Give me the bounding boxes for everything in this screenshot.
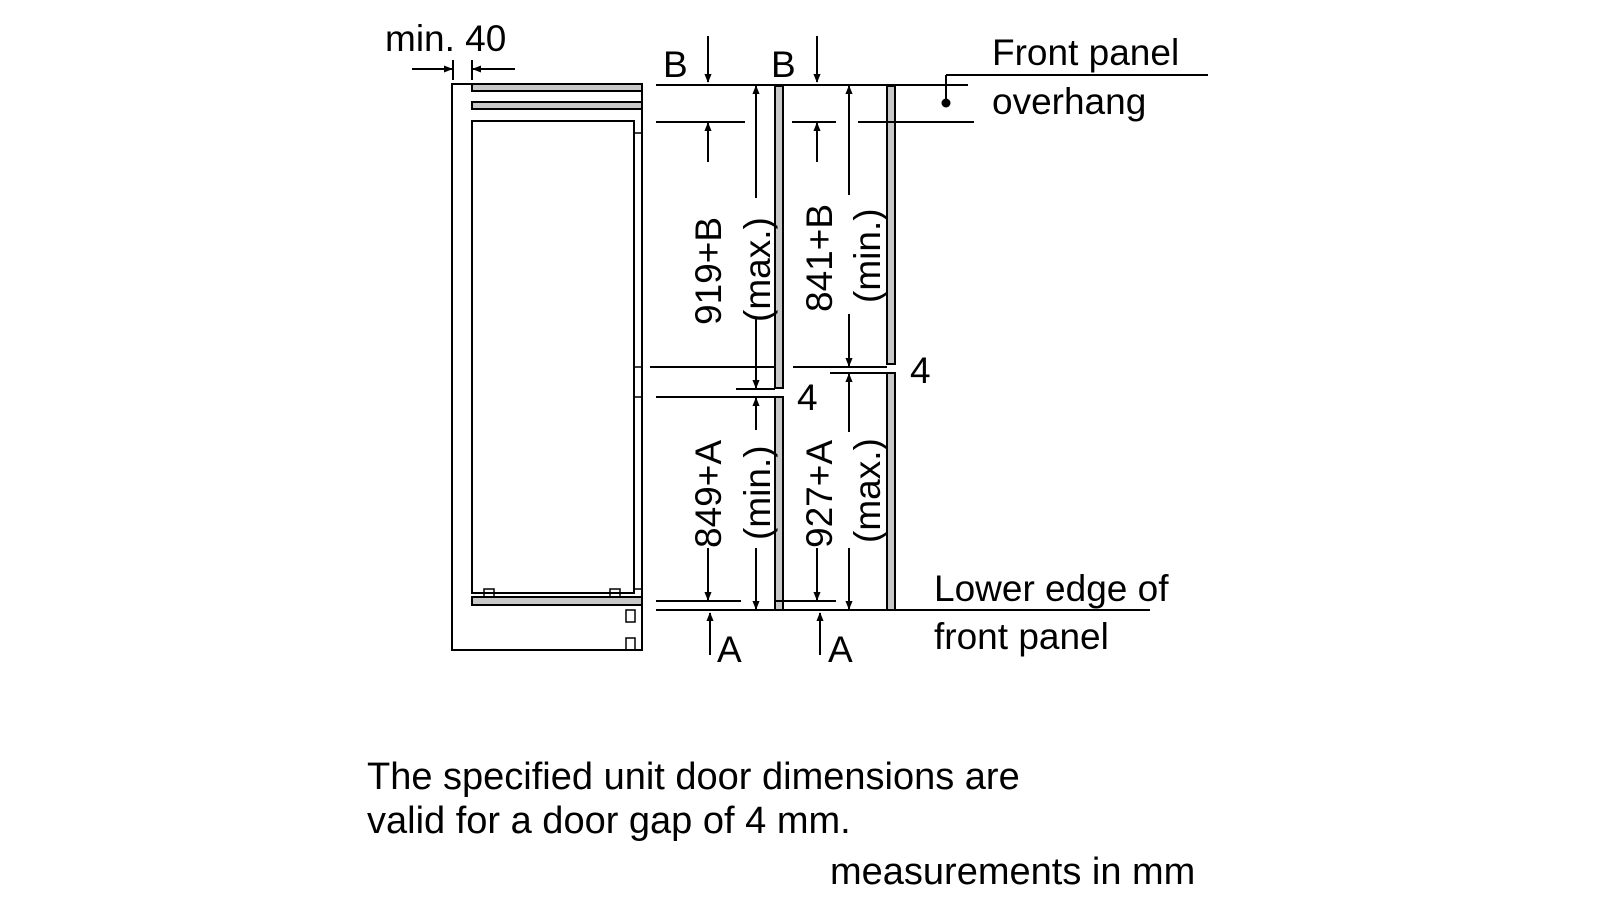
right-upper-panel (886, 85, 896, 365)
front-panel-overhang-callout: Front panel overhang (941, 32, 1208, 122)
overhang-label: overhang (992, 81, 1146, 122)
reference-lines (650, 84, 1150, 611)
lower-edge-label: Lower edge of (934, 568, 1169, 609)
cabinet-side-view (451, 83, 643, 651)
lower-door-dimensions: 849+A (min.) 927+A (max.) (688, 373, 888, 610)
gap-labels: 4 4 (752, 350, 931, 430)
a-markers: A A (706, 612, 853, 670)
gap-left-label: 4 (797, 377, 818, 418)
lower-max-qualifier-label: (max.) (847, 438, 888, 543)
lower-min-value-label: 849+A (688, 440, 729, 548)
right-lower-panel (886, 372, 896, 611)
upper-min-qualifier-label: (min.) (847, 208, 888, 303)
lower-min-qualifier-label: (min.) (737, 445, 778, 540)
b-markers: B B (663, 36, 821, 85)
door-gap-note-line2: valid for a door gap of 4 mm. (367, 800, 851, 842)
door-gap-note: The specified unit door dimensions are v… (367, 755, 1020, 843)
upper-max-value-label: 919+B (688, 217, 729, 325)
upper-door-dimensions: 919+B (max.) 841+B (min.) (688, 85, 888, 389)
b-right-label: B (771, 44, 796, 85)
front-panels (774, 85, 896, 611)
a-left-label: A (717, 629, 742, 670)
min-gap-label: min. 40 (385, 18, 506, 59)
gap-right-label: 4 (910, 350, 931, 391)
lower-max-value-label: 927+A (799, 440, 840, 548)
min-gap-dimension: min. 40 (385, 18, 515, 80)
front-panel-label: Front panel (992, 32, 1179, 73)
front-panel-lower-label: front panel (934, 616, 1109, 657)
door-gap-note-line1: The specified unit door dimensions are (367, 756, 1020, 798)
upper-min-value-label: 841+B (799, 204, 840, 312)
a-right-label: A (828, 629, 853, 670)
units-note: measurements in mm (830, 851, 1196, 893)
upper-max-qualifier-label: (max.) (737, 217, 778, 322)
b-left-label: B (663, 44, 688, 85)
lower-edge-callout: Lower edge of front panel (934, 568, 1169, 657)
